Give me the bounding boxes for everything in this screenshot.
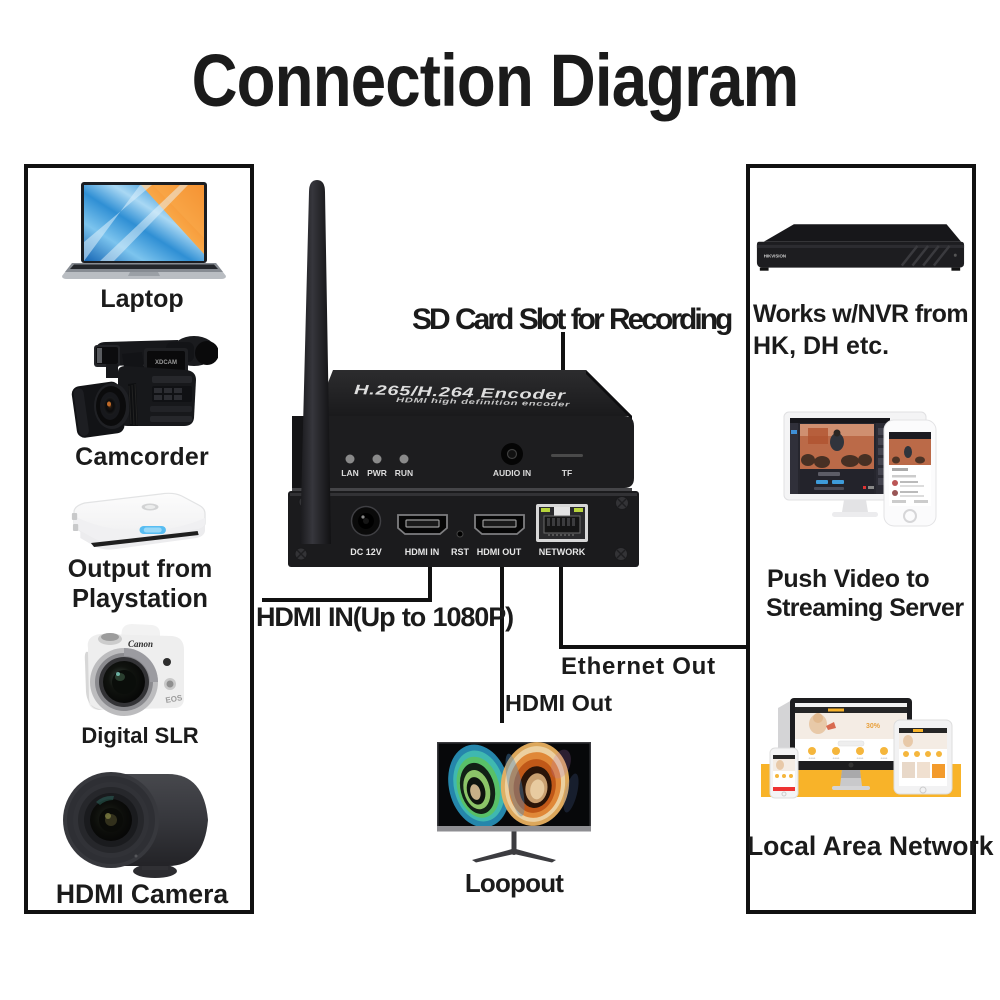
svg-text:XDCAM: XDCAM	[155, 360, 177, 366]
svg-text:30%: 30%	[866, 723, 881, 730]
svg-text:DC 12V: DC 12V	[350, 547, 382, 557]
svg-text:RST: RST	[451, 547, 470, 557]
svg-text:TF: TF	[562, 468, 572, 478]
svg-text:aaaa: aaaa	[881, 756, 888, 760]
svg-text:PWR: PWR	[367, 468, 387, 478]
svg-text:H.265/H.264 Encoder: H.265/H.264 Encoder	[354, 382, 567, 403]
svg-text:HDMI IN: HDMI IN	[405, 547, 440, 557]
svg-text:EOS: EOS	[165, 693, 184, 705]
svg-text:RUN: RUN	[395, 468, 413, 478]
svg-text:AUDIO IN: AUDIO IN	[493, 468, 531, 478]
svg-text:NETWORK: NETWORK	[539, 547, 586, 557]
svg-text:HDMI OUT: HDMI OUT	[477, 547, 522, 557]
svg-text:HDMI high definition encoder: HDMI high definition encoder	[396, 396, 571, 408]
svg-text:HIKVISION: HIKVISION	[764, 253, 786, 258]
svg-text:aaaa: aaaa	[857, 756, 864, 760]
svg-text:aaaa: aaaa	[833, 756, 840, 760]
svg-text:LAN: LAN	[341, 468, 358, 478]
svg-text:aaaa: aaaa	[809, 756, 816, 760]
svg-text:Canon: Canon	[128, 639, 153, 649]
